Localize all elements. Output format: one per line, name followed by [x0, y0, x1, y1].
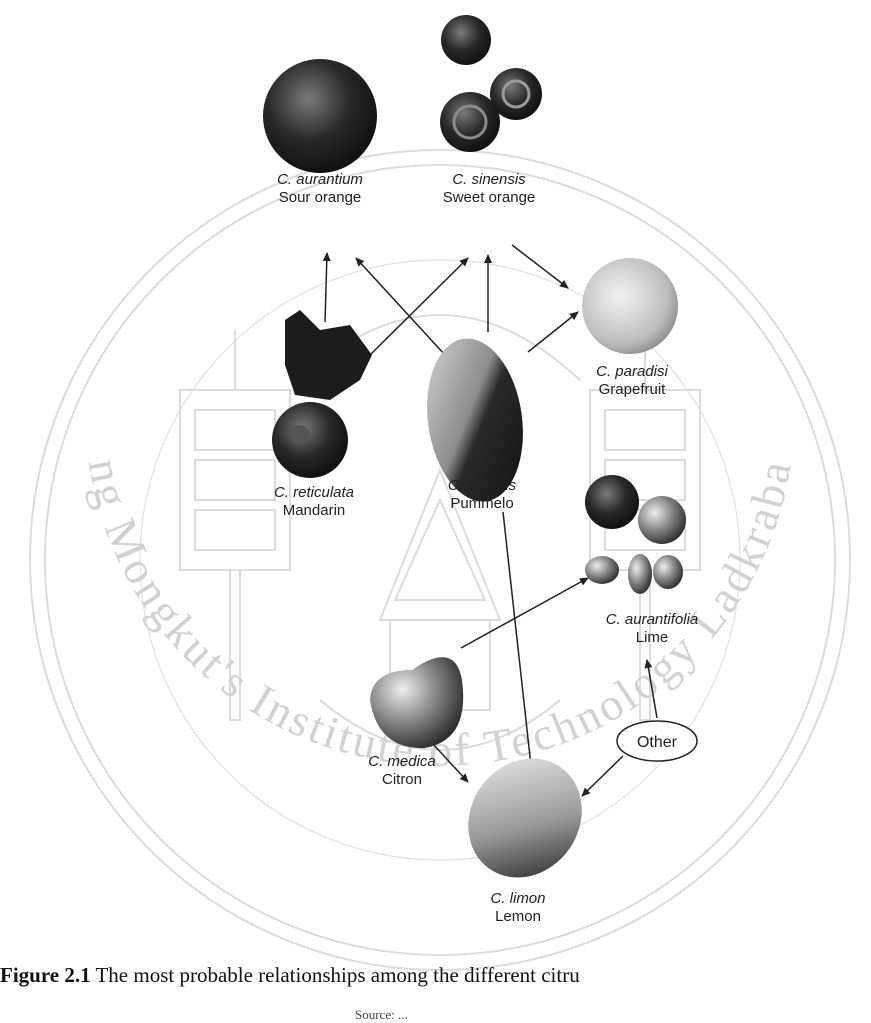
label-sour-orange-common: Sour orange [240, 189, 400, 207]
label-mandarin-scientific: C. reticulata [234, 484, 394, 502]
arrow-mandarin-sweet-orange [370, 258, 468, 355]
arrow-pummelo-sour-orange [356, 258, 445, 355]
fruit-mandarin [272, 310, 372, 478]
label-grapefruit-common: Grapefruit [552, 381, 712, 399]
fruit-sweet-orange [440, 15, 542, 152]
label-sweet-orange: C. sinensis Sweet orange [409, 171, 569, 207]
label-citron-scientific: C. medica [322, 753, 482, 771]
figure-source: Source: ... [355, 1007, 408, 1023]
other-node-label: Other [637, 734, 678, 751]
label-lemon-common: Lemon [438, 908, 598, 926]
label-pummelo-common: Pummelo [402, 495, 562, 513]
label-sweet-orange-common: Sweet orange [409, 189, 569, 207]
arrow-other-lemon [582, 756, 623, 796]
figure-number: Figure 2.1 [0, 963, 91, 987]
label-lemon-scientific: C. limon [438, 890, 598, 908]
label-lemon: C. limon Lemon [438, 890, 598, 926]
label-pummelo-scientific: C. grandis [402, 477, 562, 495]
label-citron-common: Citron [322, 771, 482, 789]
arrow-pummelo-grapefruit [528, 312, 578, 352]
label-sweet-orange-scientific: C. sinensis [409, 171, 569, 189]
label-lime: C. aurantifolia Lime [572, 611, 732, 647]
label-grapefruit: C. paradisi Grapefruit [552, 363, 712, 399]
other-node: Other [617, 721, 697, 761]
label-lime-scientific: C. aurantifolia [572, 611, 732, 629]
arrow-mandarin-sour-orange [325, 253, 327, 322]
label-sour-orange: C. aurantium Sour orange [240, 171, 400, 207]
label-pummelo: C. grandis Pummelo [402, 477, 562, 513]
label-mandarin-common: Mandarin [234, 502, 394, 520]
arrow-sweet-orange-grapefruit [512, 245, 568, 288]
label-lime-common: Lime [572, 629, 732, 647]
figure-caption: Figure 2.1 The most probable relationshi… [0, 963, 871, 988]
label-grapefruit-scientific: C. paradisi [552, 363, 712, 381]
label-mandarin: C. reticulata Mandarin [234, 484, 394, 520]
fruit-lime [585, 475, 686, 594]
fruit-grapefruit [582, 258, 678, 354]
label-citron: C. medica Citron [322, 753, 482, 789]
figure-caption-text: The most probable relationships among th… [91, 963, 580, 987]
label-sour-orange-scientific: C. aurantium [240, 171, 400, 189]
fruit-sour-orange [263, 59, 377, 173]
